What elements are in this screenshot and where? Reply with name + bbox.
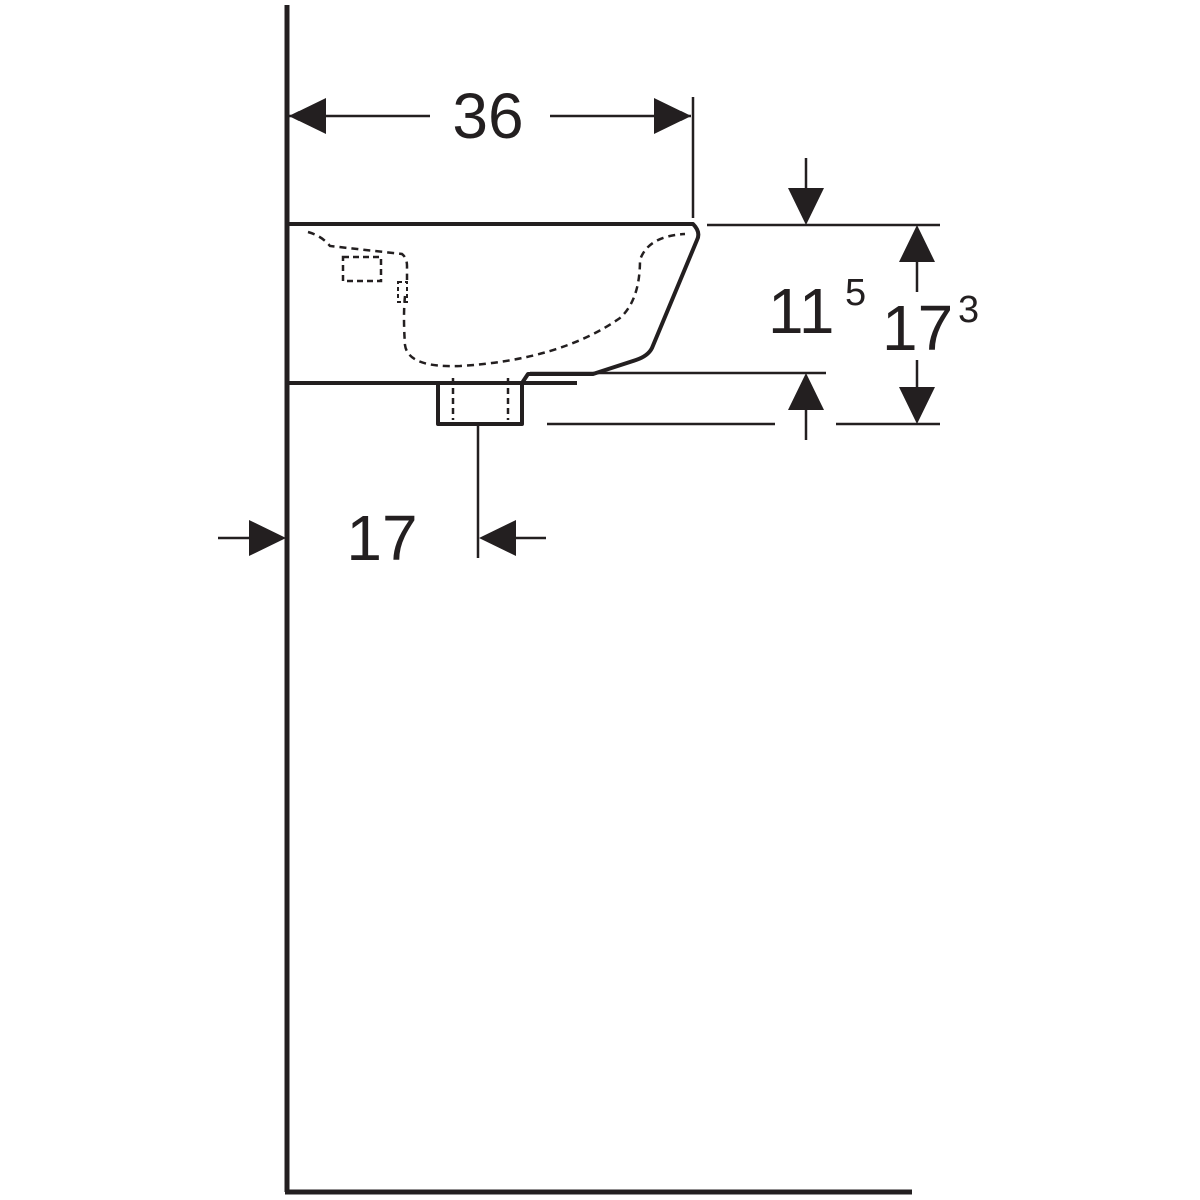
dim-36-head-left bbox=[289, 98, 326, 134]
bowl-hidden-line bbox=[307, 230, 686, 368]
dim-115-label: 11 bbox=[768, 275, 834, 347]
dim-17-label: 17 bbox=[346, 502, 417, 574]
overflow-hidden-box bbox=[341, 255, 383, 283]
dim-17-head-right bbox=[479, 520, 516, 556]
dim-115-head-bottom bbox=[788, 373, 824, 410]
dim-115-head-top bbox=[788, 188, 824, 225]
dim-173-sup: 3 bbox=[958, 289, 979, 331]
basin-outline bbox=[289, 222, 701, 426]
dim-36-label: 36 bbox=[452, 80, 523, 152]
dim-173-label: 17 bbox=[882, 292, 953, 364]
dim-115-sup: 5 bbox=[845, 272, 866, 314]
dim-36-head-right bbox=[654, 98, 691, 134]
dim-173-head-top bbox=[899, 225, 935, 262]
dim-17-head-left bbox=[249, 520, 286, 556]
dim-173-head-bottom bbox=[899, 387, 935, 424]
